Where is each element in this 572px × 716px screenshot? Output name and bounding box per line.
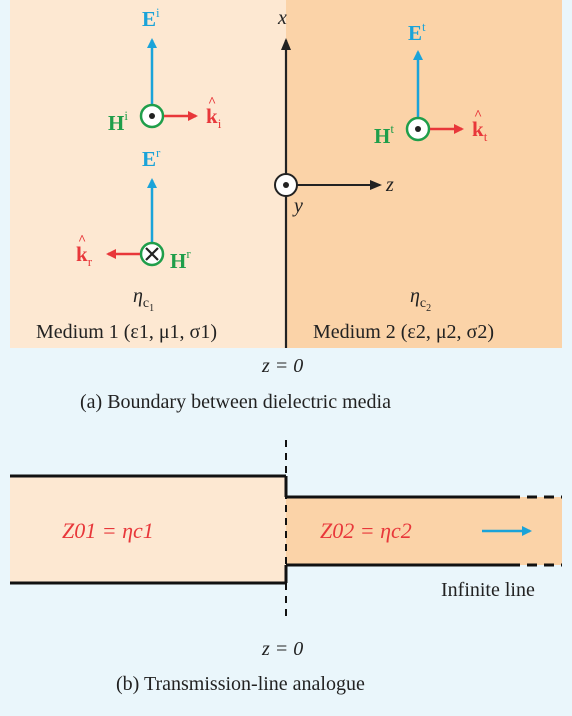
boundary-b-label: z = 0 — [261, 638, 303, 660]
infinite-line-label: Infinite line — [441, 579, 535, 601]
medium2-label: Medium 2 (ε2, μ2, σ2) — [313, 321, 494, 343]
transmitted-k-hat: ^ — [474, 108, 482, 123]
incident-h-label: Hi — [108, 108, 128, 135]
z02-label: Z02 = ηc2 — [320, 518, 412, 543]
medium2-region — [286, 0, 562, 348]
medium1-label: Medium 1 (ε1, μ1, σ1) — [36, 321, 217, 343]
reflected-k-hat: ^ — [78, 233, 86, 248]
eta-c2-label: ηc2 — [410, 285, 431, 314]
reflected-h-label: Hr — [170, 246, 191, 273]
incident-k-label: ki — [206, 104, 222, 131]
transmitted-h-label: Ht — [374, 121, 394, 148]
x-axis-label: x — [277, 7, 287, 29]
caption-a: (a) Boundary between dielectric media — [80, 391, 391, 413]
eta-c1-label: ηc1 — [133, 285, 154, 314]
caption-b: (b) Transmission-line analogue — [116, 673, 365, 695]
z01-label: Z01 = ηc1 — [62, 518, 154, 543]
z-axis-label: z — [385, 174, 394, 196]
transmitted-k-label: kt — [472, 117, 488, 144]
reflected-k-label: kr — [76, 242, 93, 269]
reflected-e-label: Er — [142, 145, 161, 171]
incident-e-label: Ei — [142, 5, 160, 31]
boundary-a-label: z = 0 — [261, 355, 303, 377]
y-axis-label: y — [292, 195, 303, 217]
incident-k-hat: ^ — [208, 95, 216, 110]
transmitted-e-label: Et — [408, 19, 426, 45]
medium1-region — [10, 0, 286, 348]
line1-fill — [10, 476, 286, 583]
